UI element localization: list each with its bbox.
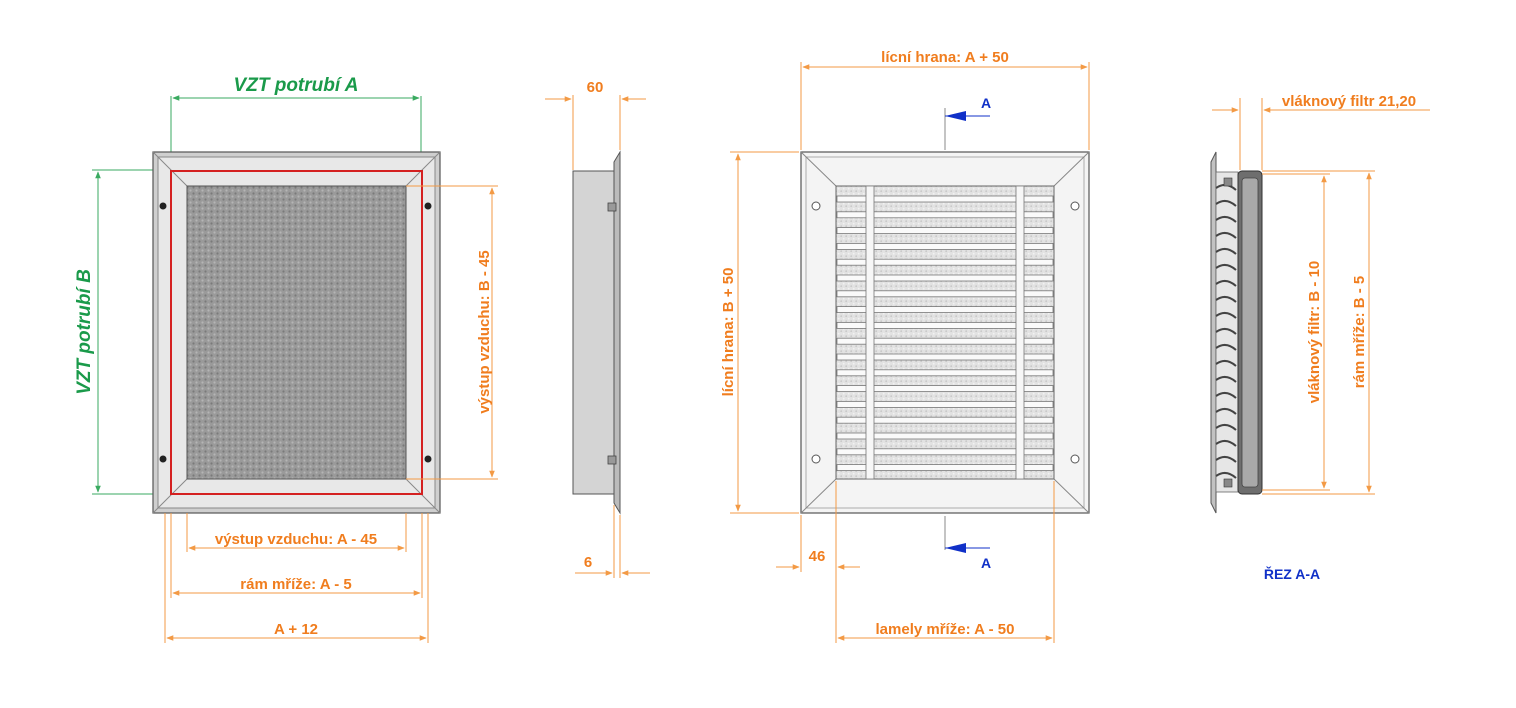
louver-section [1215, 440, 1237, 447]
section-louvers [1215, 184, 1237, 479]
louver-slat [836, 306, 1054, 314]
louver-slat [836, 464, 1054, 472]
front-view: VZT potrubí A VZT potrubí B výstup vzduc… [74, 75, 498, 643]
louver-section [1215, 408, 1237, 415]
filter-height-label: vláknový filtr: B - 10 [1306, 261, 1323, 404]
louver-slat [836, 290, 1054, 298]
screw-icon [159, 455, 167, 463]
duct-height-label: VZT potrubí B [74, 269, 95, 395]
louver-slat [836, 400, 1054, 408]
louver-section [1215, 232, 1237, 239]
louver-section [1215, 392, 1237, 399]
louver-section [1215, 344, 1237, 351]
face-thickness-label: 6 [584, 554, 592, 571]
louver-section [1215, 472, 1237, 479]
louver-slat [836, 369, 1054, 377]
louver-slat [836, 195, 1054, 203]
louver-slat [836, 211, 1054, 219]
screw-hole-icon [1070, 454, 1080, 464]
grille-face-view: A A lícní hrana: A + 50 lícní hrana: B +… [720, 49, 1090, 643]
total-width-label: A + 12 [274, 621, 318, 638]
louver-section [1215, 376, 1237, 383]
louver-slat [836, 385, 1054, 393]
section-arrow-icon [945, 543, 966, 553]
louver-section [1215, 424, 1237, 431]
louver-slat [836, 227, 1054, 235]
louver-slat [836, 258, 1054, 266]
section-marker-bottom: A [981, 555, 991, 571]
side-body [572, 170, 618, 495]
section-face-plate [1210, 151, 1217, 514]
filter-frame-outline [170, 170, 423, 495]
louver-slat [836, 242, 1054, 250]
filter-thickness-label: vláknový filtr 21,20 [1282, 93, 1416, 110]
face-width-label: lícní hrana: A + 50 [881, 49, 1009, 66]
louver-section [1215, 360, 1237, 367]
louver-section [1215, 248, 1237, 255]
face-height-label: lícní hrana: B + 50 [720, 268, 737, 397]
louver-section [1215, 216, 1237, 223]
section-title: ŘEZ A-A [1264, 565, 1320, 582]
louver-slat [836, 353, 1054, 361]
duct-width-label: VZT potrubí A [234, 75, 359, 96]
frame-height-label: rám mříže: B - 5 [1351, 276, 1368, 389]
louver-slat [836, 432, 1054, 440]
side-view: 60 6 [545, 79, 650, 578]
section-arrow-icon [945, 111, 966, 121]
louver-section [1215, 280, 1237, 287]
frame-width-label: rám mříže: A - 5 [240, 576, 351, 593]
screw-hole-icon [811, 454, 821, 464]
louver-slat [836, 274, 1054, 282]
screw-icon [424, 202, 432, 210]
outlet-width-label: výstup vzduchu: A - 45 [215, 531, 377, 548]
louver-section [1215, 200, 1237, 207]
screw-icon [424, 455, 432, 463]
screw-hole-icon [1070, 201, 1080, 211]
louver-slat [836, 321, 1054, 329]
louvers-label: lamely mříže: A - 50 [876, 621, 1015, 638]
louver-slat [836, 416, 1054, 424]
louver-section [1215, 296, 1237, 303]
screw-hole-icon [811, 201, 821, 211]
louver-slat [836, 448, 1054, 456]
side-face-plate [613, 150, 621, 515]
depth-label: 60 [587, 79, 604, 96]
border-label: 46 [809, 548, 826, 565]
louver-section [1215, 264, 1237, 271]
louver-slat [836, 337, 1054, 345]
louver-section [1215, 328, 1237, 335]
filter-mesh [186, 185, 407, 480]
outlet-height-label: výstup vzduchu: B - 45 [476, 250, 493, 413]
louvers [836, 195, 1054, 472]
section-view: vláknový filtr 21,20 vláknový filtr: B -… [1210, 93, 1430, 582]
louver-section [1215, 456, 1237, 463]
louver-section [1215, 312, 1237, 319]
section-marker-top: A [981, 95, 991, 111]
screw-icon [159, 202, 167, 210]
